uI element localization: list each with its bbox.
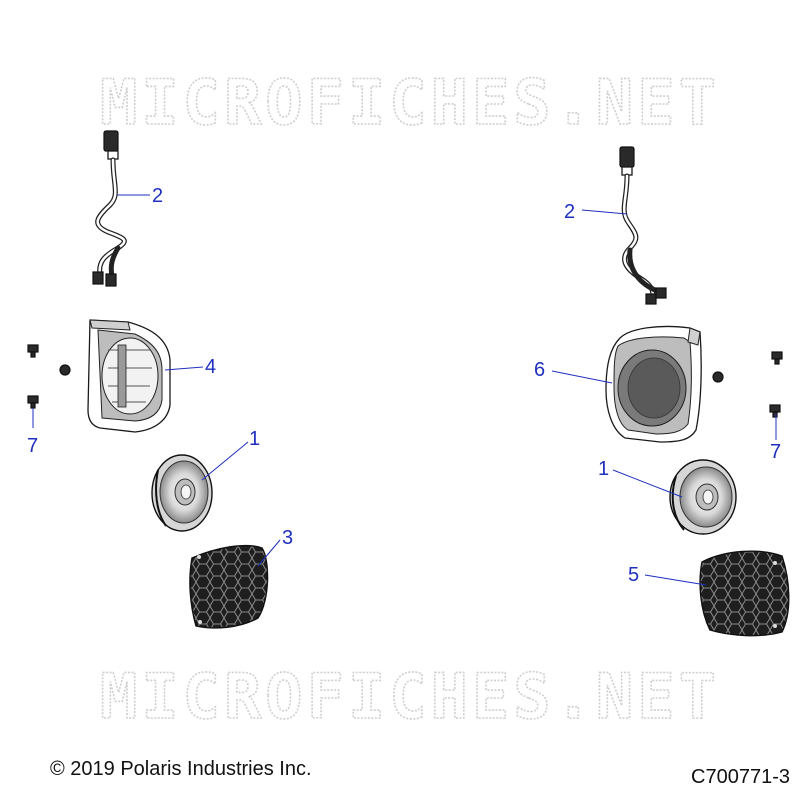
callout-left-fastener: 7 — [27, 435, 38, 457]
callout-left-speaker: 1 — [249, 428, 260, 450]
right-nut — [712, 371, 724, 383]
callout-right-harness: 2 — [564, 201, 575, 223]
left-nut — [59, 364, 71, 376]
right-speaker-enclosure — [605, 325, 702, 443]
leader-right-grille — [644, 574, 707, 586]
left-speaker-enclosure — [87, 319, 171, 433]
callout-right-speaker: 1 — [598, 458, 609, 480]
left-speaker-grille — [189, 544, 269, 629]
right-speaker — [669, 459, 737, 535]
copyright-notice: © 2019 Polaris Industries Inc. — [50, 758, 312, 780]
leader-right-speaker — [612, 469, 683, 498]
watermark-top: MICROFICHES.NET — [100, 66, 720, 139]
callout-left-harness: 2 — [152, 185, 163, 207]
leader-right-harness — [581, 209, 628, 215]
leader-right-enclosure — [551, 370, 613, 384]
right-wire-harness — [619, 146, 667, 305]
callout-right-fastener: 7 — [770, 441, 781, 463]
leader-left-enclosure — [164, 366, 204, 371]
left-speaker — [151, 454, 213, 532]
right-fastener-top — [771, 351, 783, 365]
callout-left-enclosure: 4 — [205, 356, 216, 378]
right-fastener-bottom — [769, 404, 781, 418]
watermark-bottom: MICROFICHES.NET — [100, 660, 720, 733]
left-wire-harness — [92, 130, 127, 287]
callout-right-enclosure: 6 — [534, 359, 545, 381]
leader-left-speaker — [201, 441, 249, 481]
diagram-id: C700771-3 — [691, 766, 790, 788]
callout-left-grille: 3 — [282, 527, 293, 549]
right-speaker-grille — [699, 550, 790, 637]
callout-right-grille: 5 — [628, 564, 639, 586]
leader-left-grille — [257, 539, 281, 567]
left-fastener-bottom — [27, 395, 39, 409]
left-fastener-top — [27, 344, 39, 358]
